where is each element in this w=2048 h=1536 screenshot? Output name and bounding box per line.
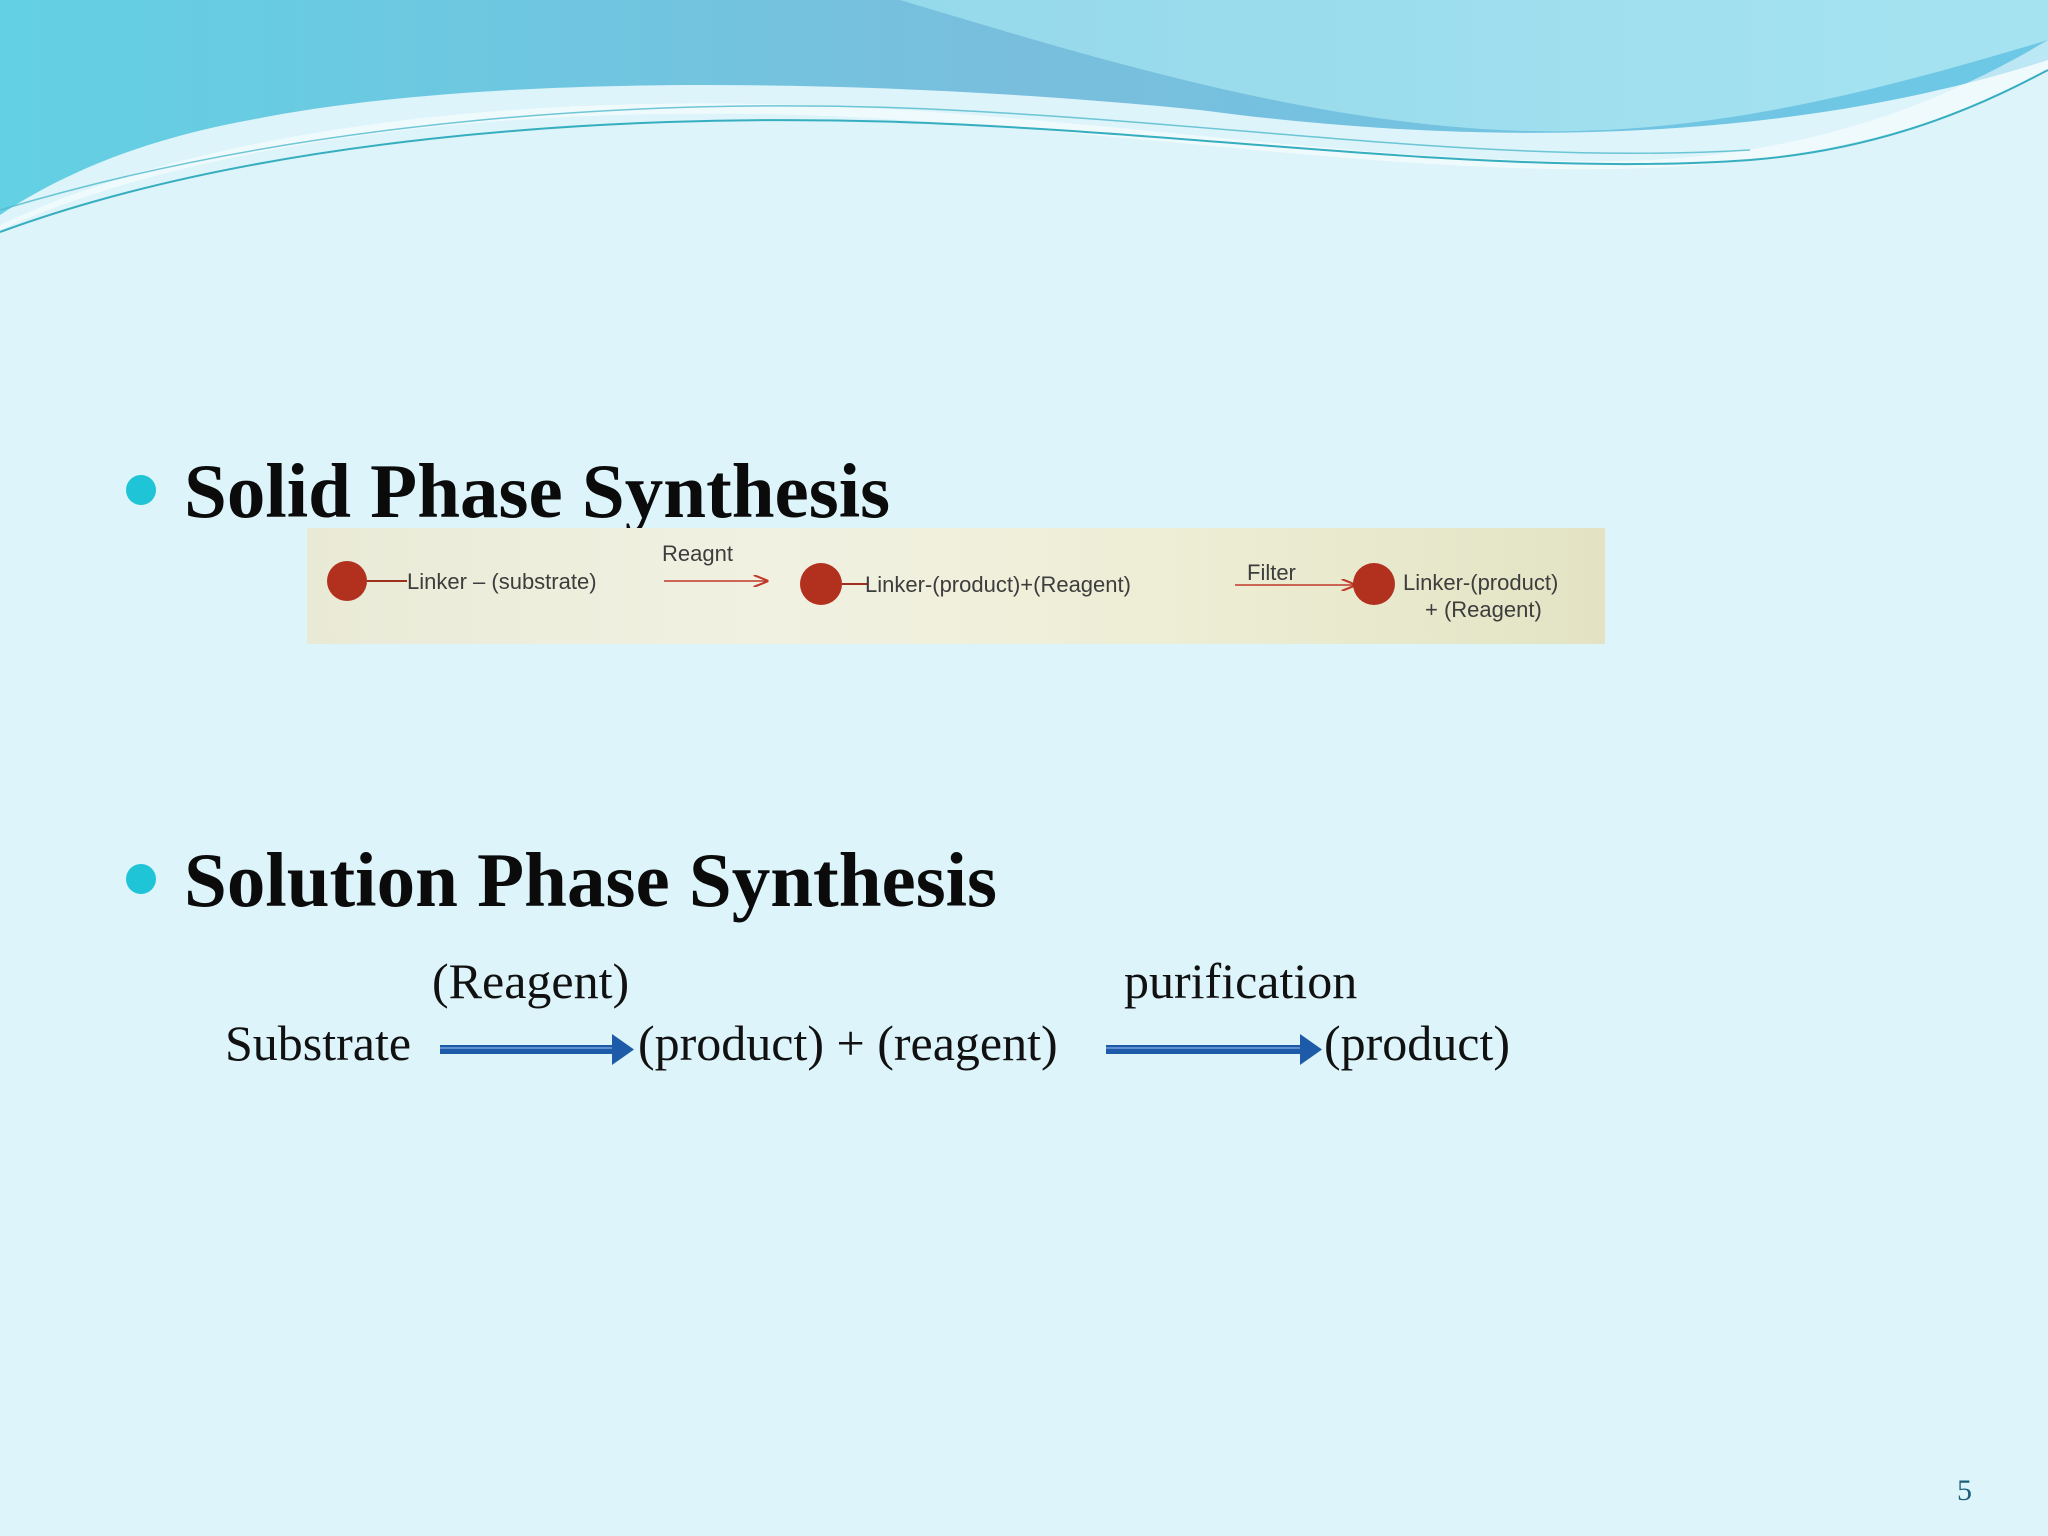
substrate-text: Substrate — [225, 1015, 412, 1071]
bullet-dot-solid-phase — [126, 475, 156, 505]
arrow1-label-reagent: (Reagent) — [432, 953, 630, 1009]
solution-arrow-2 — [1106, 1034, 1322, 1065]
solution-arrow-1 — [440, 1034, 634, 1065]
bullet-dot-solution-phase — [126, 864, 156, 894]
solid-phase-diagram-graphic: Linker – (substrate) Reagnt Linker-(prod… — [327, 541, 1558, 622]
step3-label-line2: + (Reagent) — [1425, 597, 1542, 622]
product-text: (product) — [1324, 1015, 1511, 1071]
solid-phase-diagram: Linker – (substrate) Reagnt Linker-(prod… — [307, 528, 1605, 644]
step2-label: Linker-(product)+(Reagent) — [865, 572, 1131, 597]
resin-bead-3 — [1353, 563, 1395, 605]
intermediate-text: (product) + (reagent) — [638, 1015, 1058, 1071]
step1-label: Linker – (substrate) — [407, 569, 597, 594]
heading-solution-phase-synthesis: Solution Phase Synthesis — [184, 837, 998, 923]
arrow2-label-filter: Filter — [1247, 560, 1296, 585]
arrow1-label-reagnt: Reagnt — [662, 541, 733, 566]
page-number: 5 — [1957, 1474, 1972, 1507]
heading-solid-phase-synthesis: Solid Phase Synthesis — [184, 448, 891, 534]
resin-bead-2 — [800, 563, 842, 605]
resin-bead-1 — [327, 561, 367, 601]
step3-label-line1: Linker-(product) — [1403, 570, 1558, 595]
arrow2-label-purification: purification — [1124, 953, 1358, 1009]
header-wave-decoration — [0, 0, 2048, 233]
